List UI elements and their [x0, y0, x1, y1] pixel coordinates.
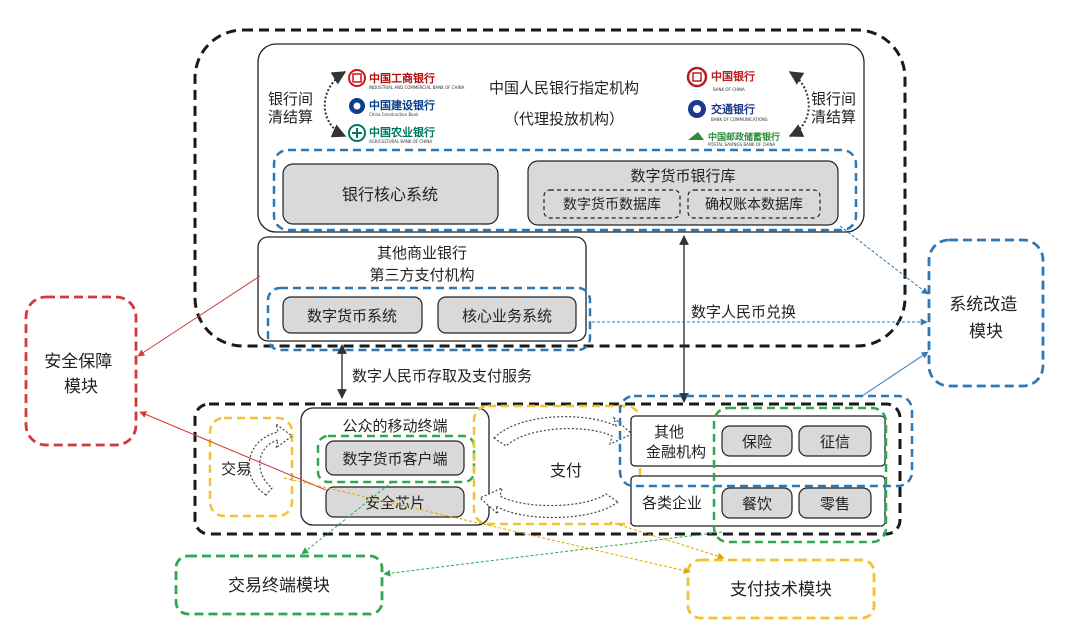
- connector-payment-trade: [283, 477, 691, 574]
- bank-core-system-label: 银行核心系统: [342, 185, 438, 204]
- other-fin-outline: [618, 394, 914, 488]
- user-layer-outline: [193, 402, 902, 536]
- connector-terminal-client: [301, 481, 393, 555]
- dc-bank-vault-title: 数字货币银行库: [630, 167, 735, 185]
- bank-logo-bocom: 交通银行 BANK OF COMMUNICATIONS: [688, 100, 768, 122]
- insurance-box: [721, 425, 793, 457]
- security-module-label: 安全保障 模块: [44, 352, 117, 397]
- bank-logo-boc: 中国银行 BANK OF CHINA: [686, 66, 755, 92]
- clearing-label-left: 银行间 清结算: [268, 90, 318, 126]
- bank-name-psbc: 中国邮政储蓄银行: [708, 131, 780, 143]
- system-module-box: [927, 238, 1045, 388]
- dc-database-label: 数字货币数据库: [563, 196, 661, 213]
- service-items-outline: [712, 406, 888, 544]
- deposit-service-label: 数字人民币存取及支付服务: [352, 367, 532, 385]
- bank-name-icbc: 中国工商银行: [369, 71, 435, 85]
- terminal-module-box: [174, 554, 384, 616]
- trade-box: [208, 416, 294, 518]
- dc-system-box: [282, 296, 423, 334]
- payment-arrow-bottom: [478, 486, 620, 519]
- bank-logo-icbc: 中国工商银行 INDUSTRIAL AND COMMERCIAL BANK OF…: [348, 69, 465, 90]
- bank-logo-psbc: 中国邮政储蓄银行 POSTAL SAVINGS BANK OF CHINA: [688, 131, 780, 147]
- security-module-box: [24, 295, 138, 447]
- systems-row-outline: [272, 148, 858, 232]
- bank-en-ccb: China Construction Bank: [369, 112, 419, 117]
- core-business-system-box: [437, 296, 577, 334]
- connector-security-top: [137, 275, 261, 357]
- clearing-label-right: 银行间 清结算: [811, 90, 861, 126]
- dc-system-label: 数字货币系统: [307, 307, 397, 325]
- dc-client-outline: [316, 434, 476, 484]
- trade-label: 交易: [221, 460, 251, 478]
- other-fin-line2: 金融机构: [646, 443, 706, 461]
- dc-bank-vault-box: [527, 160, 839, 226]
- bank-logo-abc: 中国农业银行 AGRICULTURAL BANK OF CHINA: [348, 124, 435, 144]
- bank-en-boc: BANK OF CHINA: [713, 87, 745, 92]
- bank-en-bocom: BANK OF COMMUNICATIONS: [711, 117, 768, 122]
- connector-system-fin: [861, 351, 929, 397]
- retail-label: 零售: [820, 495, 850, 513]
- payment-module-label: 支付技术模块: [730, 580, 832, 600]
- other-fin-line1: 其他: [654, 423, 684, 441]
- designated-institutions-subtitle: （代理投放机构）: [504, 110, 624, 128]
- dc-client-box: [325, 440, 465, 476]
- rmb-exchange-label: 数字人民币兑换: [691, 303, 796, 321]
- enterprises-label: 各类企业: [642, 494, 702, 512]
- insurance-label: 保险: [742, 433, 772, 451]
- catering-box: [721, 487, 793, 519]
- bank-name-boc: 中国银行: [711, 69, 755, 83]
- credit-box: [798, 425, 872, 457]
- secure-chip-label: 安全芯片: [365, 494, 425, 512]
- ledger-database-label: 确权账本数据库: [705, 197, 803, 213]
- retail-box: [798, 487, 872, 519]
- credit-label: 征信: [820, 433, 850, 451]
- other-banks-line2: 第三方支付机构: [369, 266, 474, 284]
- bank-name-abc: 中国农业银行: [369, 125, 435, 139]
- connector-payment-pay: [609, 521, 725, 560]
- bank-core-system-box: [282, 163, 499, 225]
- trade-cycle-arrow: [248, 422, 293, 496]
- connector-security-bottom: [139, 411, 327, 491]
- payment-box: [472, 404, 642, 526]
- bank-en-abc: AGRICULTURAL BANK OF CHINA: [369, 139, 432, 144]
- dc-database-box: [543, 189, 681, 219]
- other-banks-line1: 其他商业银行: [377, 244, 467, 262]
- system-module-label: 系统改造 模块: [949, 295, 1022, 342]
- mobile-terminal-title: 公众的移动终端: [342, 417, 447, 435]
- clearing-arrow-right: [788, 71, 810, 137]
- bank-name-bocom: 交通银行: [711, 102, 755, 116]
- connector-terminal-services: [383, 531, 723, 577]
- secure-chip-box: [325, 486, 465, 518]
- ledger-database-box: [687, 189, 821, 219]
- bank-layer-outline: [193, 28, 907, 348]
- other-banks-systems-outline: [266, 286, 592, 352]
- clearing-arrow-left: [323, 71, 347, 138]
- bank-logo-ccb: 中国建设银行 China Construction Bank: [349, 98, 435, 117]
- bank-en-icbc: INDUSTRIAL AND COMMERCIAL BANK OF CHINA: [369, 85, 465, 90]
- designated-institutions-title: 中国人民银行指定机构: [489, 79, 639, 97]
- catering-label: 餐饮: [742, 495, 772, 513]
- payment-module-box: [686, 558, 876, 620]
- payment-arrow-top: [493, 416, 634, 447]
- bank-name-ccb: 中国建设银行: [369, 98, 435, 112]
- terminal-module-label: 交易终端模块: [228, 576, 330, 596]
- connector-system-vault: [839, 225, 929, 295]
- bank-en-psbc: POSTAL SAVINGS BANK OF CHINA: [708, 142, 775, 147]
- payment-label: 支付: [550, 461, 582, 480]
- dc-client-label: 数字货币客户端: [342, 450, 447, 468]
- core-business-system-label: 核心业务系统: [462, 307, 552, 325]
